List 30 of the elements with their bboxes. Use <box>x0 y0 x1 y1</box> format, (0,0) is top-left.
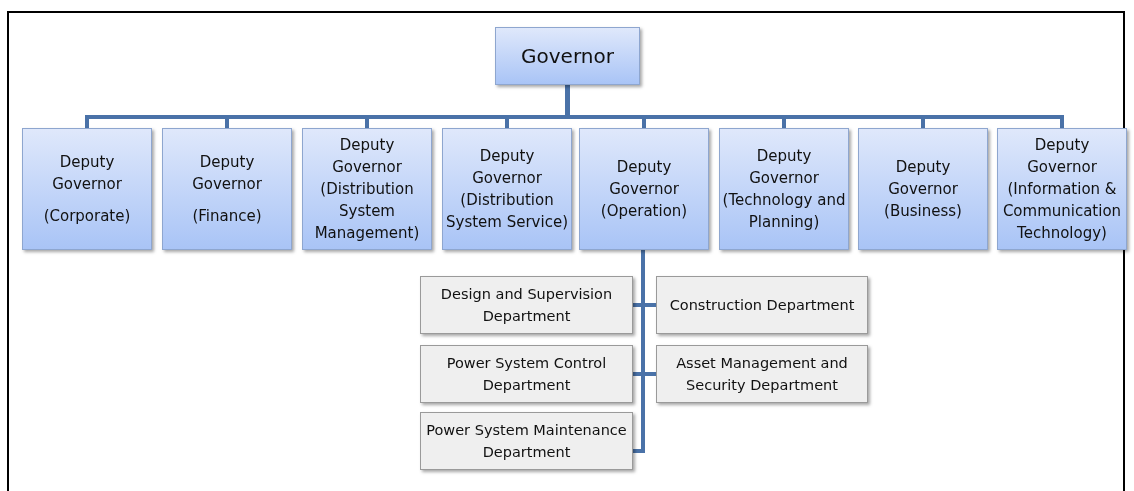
box-label: Asset Management and Security Department <box>675 354 849 395</box>
position-box <box>858 128 988 250</box>
box-label: Deputy Governor <box>191 152 263 195</box>
department-box <box>656 276 868 334</box>
box-label: Deputy Governor (Business) <box>883 157 963 222</box>
department-box <box>420 412 633 470</box>
box-label: (Corporate) <box>42 206 132 227</box>
box-label: Deputy Governor (Technology and Planning) <box>721 146 847 233</box>
position-box <box>22 128 152 250</box>
position-box <box>495 27 640 85</box>
position-box <box>579 128 709 250</box>
box-label: Deputy Governor (Distribution System Service) <box>445 146 569 233</box>
box-label: Construction Department <box>668 296 856 315</box>
department-box <box>420 345 633 403</box>
box-label: (Finance) <box>191 206 263 227</box>
box-label: Power System Maintenance Department <box>425 421 628 462</box>
box-label: Governor <box>520 45 615 67</box>
box-label: Deputy Governor (Distribution System Management) <box>313 135 421 244</box>
box-label: Deputy Governor (Operation) <box>599 157 689 222</box>
box-label: Deputy Governor <box>51 152 123 195</box>
position-box <box>302 128 432 250</box>
department-box <box>420 276 633 334</box>
position-box <box>997 128 1127 250</box>
box-label: Design and Supervision Department <box>439 285 614 326</box>
box-label: Deputy Governor (Information & Communication Technology) <box>1001 135 1123 244</box>
position-box <box>442 128 572 250</box>
position-box <box>162 128 292 250</box>
box-label: Power System Control Department <box>445 354 608 395</box>
position-box <box>719 128 849 250</box>
department-box <box>656 345 868 403</box>
